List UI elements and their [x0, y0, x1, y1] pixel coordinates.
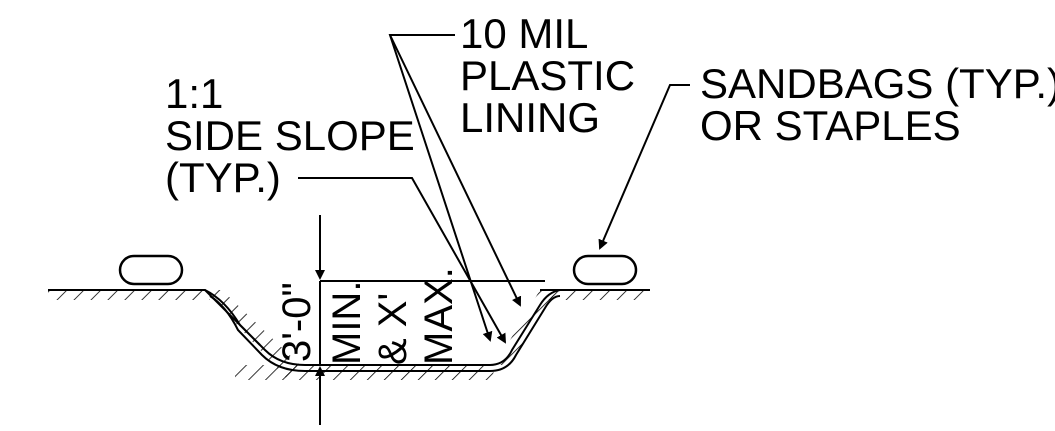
min-text-line3: MAX.: [417, 267, 461, 365]
sandbag-leader: [598, 84, 690, 250]
plastic-lining-leader-2: [389, 34, 522, 307]
slope-label-line1: 1:1: [165, 70, 223, 117]
mil-label-line1: 10 MIL: [460, 10, 588, 57]
min-text-line1: MIN.: [325, 281, 369, 365]
sandbag-label-line1: SANDBAGS (TYP.): [700, 60, 1055, 107]
sandbag-label-line2: OR STAPLES: [700, 102, 961, 149]
side-slope-leader: [298, 177, 506, 344]
bottom-hatch: [235, 365, 495, 380]
left-ground-hatch: [48, 290, 210, 300]
mil-label-line3: LINING: [460, 94, 600, 141]
plastic-lining-outer: [204, 289, 561, 366]
slope-label-line2: SIDE SLOPE: [165, 112, 415, 159]
depth-dimension-text: 3'-0": [275, 282, 319, 362]
left-sandbag: [118, 254, 184, 286]
right-sandbag: [572, 254, 638, 286]
min-text-line2: & X': [371, 293, 415, 365]
mil-label-line2: PLASTIC: [460, 52, 635, 99]
slope-label-line3: (TYP.): [165, 154, 281, 201]
plastic-lining-inner: [209, 295, 561, 372]
right-ground-hatch: [548, 290, 650, 300]
